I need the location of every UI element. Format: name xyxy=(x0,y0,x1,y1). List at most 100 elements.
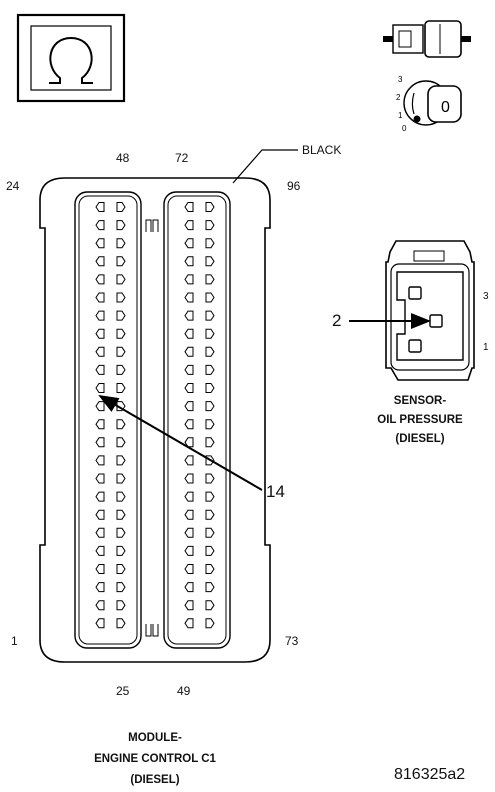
ecm-pin-cavity xyxy=(184,419,194,430)
ecm-pin-label-1: 1 xyxy=(11,634,18,648)
ecm-pin-cavity xyxy=(116,491,126,502)
ecm-pin-cavity xyxy=(205,545,215,556)
sensor-name-line-3: (DIESEL) xyxy=(395,433,445,445)
ecm-pin-cavity xyxy=(205,274,215,285)
callout-14-arrow xyxy=(98,394,263,491)
ecm-pin-cavity xyxy=(184,202,194,212)
ecm-pin-cavity xyxy=(184,310,194,321)
ecm-pin-cavity xyxy=(116,582,126,593)
ecm-pin-cavity xyxy=(95,310,105,321)
ecm-pin-cavity xyxy=(184,564,194,574)
sensor-pin-label-3: 3 xyxy=(483,291,489,302)
ecm-pin-cavity xyxy=(116,256,126,267)
sensor-connector-body xyxy=(385,240,475,381)
ecm-pin-cavity xyxy=(184,274,194,285)
ecm-pin-cavity xyxy=(95,220,105,231)
ecm-pin-cavity xyxy=(116,509,126,520)
ignition-position-3: 3 xyxy=(398,75,403,84)
sensor-connector-name: SENSOR- OIL PRESSURE (DIESEL) xyxy=(350,392,490,449)
ecm-pin-cavity xyxy=(184,220,194,231)
ecm-pin-cavity xyxy=(116,455,126,466)
ecm-pin-cavity xyxy=(95,292,105,303)
ecm-pin-cavity xyxy=(116,292,126,303)
ecm-pin-cavity xyxy=(184,238,194,249)
connector-pair-icon xyxy=(383,20,471,58)
ecm-pin-cavity xyxy=(116,419,126,430)
ecm-pin-cavity xyxy=(95,364,105,375)
ecm-pin-cavity xyxy=(95,618,105,629)
ecm-pin-cavity xyxy=(184,509,194,520)
ecm-pin-cavity xyxy=(116,473,126,484)
ecm-pin-cavity xyxy=(205,600,215,611)
sensor-name-line-1: SENSOR- xyxy=(393,395,447,407)
ecm-pin-cavity xyxy=(184,401,194,412)
ecm-pin-cavity xyxy=(184,545,194,556)
ecm-pin-cavity xyxy=(205,346,215,357)
ecm-pin-cavity xyxy=(205,473,215,484)
ignition-key-label: 0 xyxy=(441,99,450,116)
ecm-pin-cavity xyxy=(116,527,126,538)
ecm-pin-label-96: 96 xyxy=(287,179,301,193)
ecm-pin-grid xyxy=(95,202,215,629)
ecm-pin-cavity xyxy=(205,419,215,430)
ecm-pin-cavity xyxy=(116,238,126,249)
ecm-pin-cavity xyxy=(95,346,105,357)
ecm-connector-body xyxy=(39,177,271,663)
ecm-pin-cavity xyxy=(184,292,194,303)
ecm-callout-14: 14 xyxy=(266,482,285,501)
ecm-pin-cavity xyxy=(116,328,126,339)
ignition-position-1: 1 xyxy=(398,111,403,120)
ecm-pin-cavity xyxy=(205,328,215,339)
ecm-pin-cavity xyxy=(205,491,215,502)
ecm-pin-cavity xyxy=(116,364,126,375)
ecm-pin-cavity xyxy=(95,274,105,285)
ecm-name-line-3: (DIESEL) xyxy=(130,774,180,786)
sensor-pin-label-1: 1 xyxy=(483,342,489,353)
ecm-pin-label-49: 49 xyxy=(177,684,191,698)
ecm-pin-cavity xyxy=(205,292,215,303)
ecm-name-line-2: ENGINE CONTROL C1 xyxy=(94,753,216,765)
ecm-pin-cavity xyxy=(95,473,105,484)
ecm-pin-cavity xyxy=(95,419,105,430)
ecm-pin-cavity xyxy=(184,527,194,538)
ecm-pin-cavity xyxy=(95,600,105,611)
figure-id: 816325a2 xyxy=(394,766,466,783)
ecm-pin-cavity xyxy=(116,220,126,231)
ecm-pin-cavity xyxy=(184,618,194,629)
ecm-pin-cavity xyxy=(95,545,105,556)
ecm-pin-cavity xyxy=(116,383,126,393)
ignition-key-icon xyxy=(403,80,462,126)
ecm-pin-cavity xyxy=(95,582,105,593)
ecm-pin-cavity xyxy=(205,509,215,520)
ecm-pin-cavity xyxy=(205,220,215,231)
ecm-pin-cavity xyxy=(205,564,215,574)
ignition-position-0: 0 xyxy=(402,124,407,133)
ecm-pin-cavity xyxy=(95,202,105,212)
ecm-pin-cavity xyxy=(184,364,194,375)
ecm-pin-cavity xyxy=(95,455,105,466)
ecm-name-line-1: MODULE- xyxy=(128,732,182,744)
ecm-pin-cavity xyxy=(116,600,126,611)
ecm-pin-cavity xyxy=(116,564,126,574)
ecm-pin-cavity xyxy=(116,202,126,212)
ecm-pin-label-72: 72 xyxy=(175,151,189,165)
ecm-pin-cavity xyxy=(205,618,215,629)
ecm-pin-cavity xyxy=(205,437,215,448)
ecm-pin-cavity xyxy=(205,202,215,212)
ecm-pin-label-24: 24 xyxy=(6,179,20,193)
ecm-pin-cavity xyxy=(95,491,105,502)
ecm-pin-cavity xyxy=(95,328,105,339)
ecm-pin-cavity xyxy=(116,618,126,629)
ecm-pin-label-73: 73 xyxy=(285,634,299,648)
ecm-pin-cavity xyxy=(116,274,126,285)
ecm-pin-cavity xyxy=(205,238,215,249)
ecm-pin-cavity xyxy=(95,238,105,249)
ecm-pin-cavity xyxy=(184,455,194,466)
sensor-callout-2: 2 xyxy=(332,311,342,330)
ecm-pin-cavity xyxy=(205,527,215,538)
connector-color-label: BLACK xyxy=(302,143,342,157)
ecm-pin-cavity xyxy=(184,383,194,393)
sensor-name-line-2: OIL PRESSURE xyxy=(377,414,463,426)
ecm-pin-cavity xyxy=(116,545,126,556)
